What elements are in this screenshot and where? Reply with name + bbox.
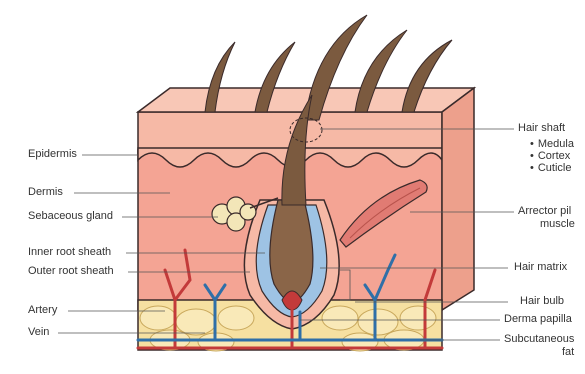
label-dermis: Dermis [28,186,63,199]
label-arrector-pili-line1: Arrector pil [518,205,571,218]
label-subcutaneous-line1: Subcutaneous [504,333,574,346]
label-derma-papilla: Derma papilla [504,313,572,326]
label-medula: Medula [530,138,574,150]
label-hair-matrix: Hair matrix [514,261,567,274]
label-inner-root-sheath: Inner root sheath [28,246,111,259]
label-cortex: Cortex [530,150,574,162]
label-outer-root-sheath: Outer root sheath [28,265,114,278]
hair-shaft-parts-list: Medula Cortex Cuticle [530,138,574,174]
label-vein: Vein [28,326,49,339]
skin-side-face [442,88,474,310]
label-subcutaneous-line2: fat [562,346,574,359]
label-sebaceous-gland: Sebaceous gland [28,210,113,223]
label-arrector-pili-line2: muscle [540,218,575,231]
hair-root [270,200,313,302]
label-hair-bulb: Hair bulb [520,295,564,308]
label-cuticle: Cuticle [530,162,574,174]
label-artery: Artery [28,304,57,317]
label-epidermis: Epidermis [28,148,77,161]
label-hair-shaft: Hair shaft [518,122,565,135]
